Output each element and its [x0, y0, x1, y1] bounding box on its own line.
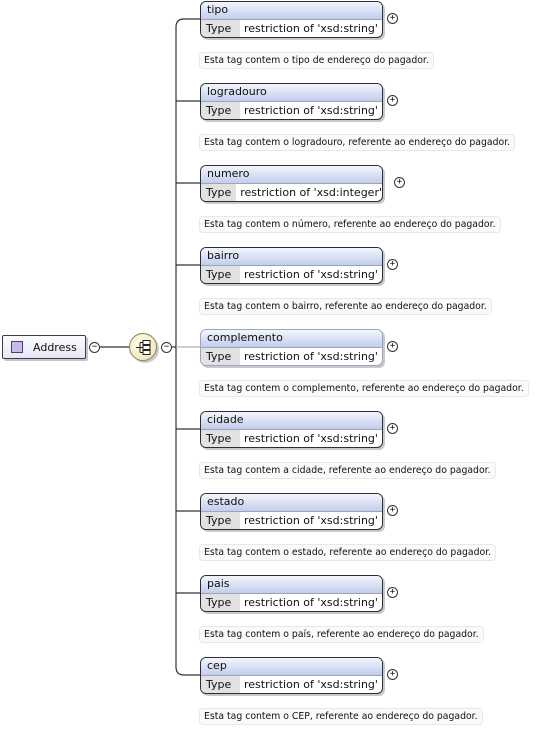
type-key: Type	[201, 676, 241, 693]
documentation-annotation: Esta tag contem o número, referente ao e…	[199, 216, 501, 233]
element-name: logradouro	[201, 84, 382, 102]
type-key: Type	[201, 430, 241, 447]
element-name: tipo	[201, 2, 382, 20]
element-name: cep	[201, 658, 382, 676]
sequence-collapse-toggle-icon[interactable]: −	[161, 342, 172, 353]
documentation-annotation: Esta tag contem o complemento, referente…	[199, 380, 529, 397]
documentation-annotation: Esta tag contem o país, referente ao end…	[199, 626, 484, 643]
element-name: complemento	[201, 330, 382, 348]
root-element-label: Address	[33, 341, 77, 354]
type-value: restriction of 'xsd:string'	[244, 678, 378, 691]
type-value: restriction of 'xsd:string'	[244, 432, 378, 445]
element-name: numero	[201, 166, 382, 184]
sequence-compositor-icon[interactable]	[129, 333, 157, 361]
type-key: Type	[201, 594, 241, 611]
documentation-annotation: Esta tag contem o CEP, referente ao ende…	[199, 708, 483, 725]
element-name: pais	[201, 576, 382, 594]
type-key: Type	[201, 266, 241, 283]
documentation-annotation: Esta tag contem o estado, referente ao e…	[199, 544, 497, 561]
type-value: restriction of 'xsd:string'	[244, 596, 378, 609]
expand-toggle-icon[interactable]: +	[387, 13, 398, 24]
type-value: restriction of 'xsd:integer'	[240, 186, 382, 199]
expand-toggle-icon[interactable]: +	[387, 259, 398, 270]
expand-toggle-icon[interactable]: +	[387, 505, 398, 516]
type-value: restriction of 'xsd:string'	[244, 268, 378, 281]
documentation-annotation: Esta tag contem a cidade, referente ao e…	[199, 462, 496, 479]
collapse-toggle-icon[interactable]: −	[89, 342, 100, 353]
expand-toggle-icon[interactable]: +	[387, 587, 398, 598]
element-name: bairro	[201, 248, 382, 266]
expand-toggle-icon[interactable]: +	[387, 669, 398, 680]
type-value: restriction of 'xsd:string'	[244, 514, 378, 527]
type-value: restriction of 'xsd:string'	[244, 22, 378, 35]
type-key: Type	[201, 20, 241, 37]
type-key: Type	[201, 184, 238, 201]
documentation-annotation: Esta tag contem o tipo de endereço do pa…	[199, 52, 434, 69]
documentation-annotation: Esta tag contem o bairro, referente ao e…	[199, 298, 492, 315]
element-icon	[11, 341, 23, 353]
expand-toggle-icon[interactable]: +	[387, 341, 398, 352]
element-name: estado	[201, 494, 382, 512]
root-element-address[interactable]: Address	[2, 335, 86, 359]
documentation-annotation: Esta tag contem o logradouro, referente …	[199, 134, 516, 151]
type-value: restriction of 'xsd:string'	[244, 104, 378, 117]
type-key: Type	[201, 348, 241, 365]
expand-toggle-icon[interactable]: +	[387, 423, 398, 434]
expand-toggle-icon[interactable]: +	[394, 177, 405, 188]
type-key: Type	[201, 102, 241, 119]
type-value: restriction of 'xsd:string'	[244, 350, 378, 363]
element-name: cidade	[201, 412, 382, 430]
expand-toggle-icon[interactable]: +	[387, 95, 398, 106]
type-key: Type	[201, 512, 241, 529]
